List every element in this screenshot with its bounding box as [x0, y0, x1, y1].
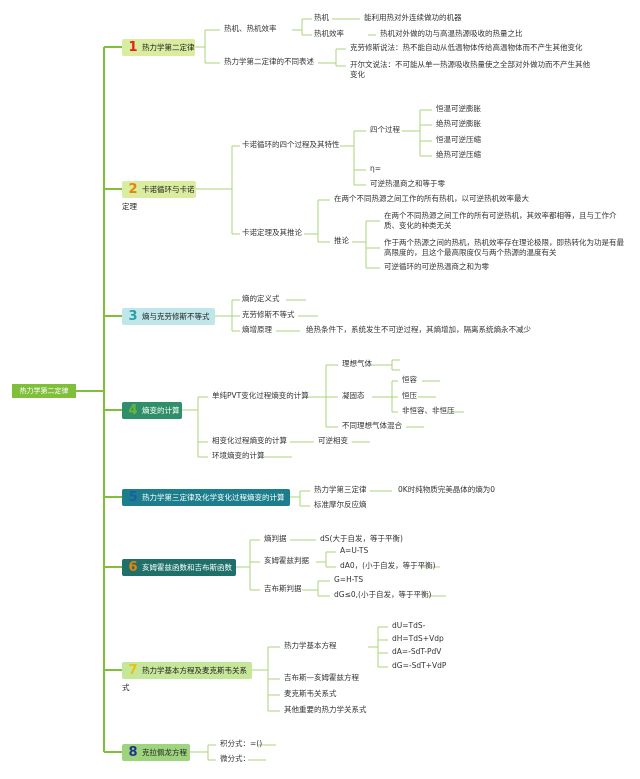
- t2-corollary-3[interactable]: 可逆循环的可逆热温商之和为零: [384, 262, 489, 271]
- topic-5[interactable]: 5 热力学第三定律及化学变化过程熵变的计算: [122, 489, 290, 506]
- t1-engine-def[interactable]: 能利用热对外连续做功的机器: [364, 13, 462, 22]
- t2-eta[interactable]: η=: [370, 164, 382, 173]
- topic-5-label: 热力学第三定律及化学变化过程熵变的计算: [142, 493, 285, 502]
- topic-7-number: 7: [128, 663, 138, 678]
- t3-clausius-ineq[interactable]: 克劳修斯不等式: [242, 310, 295, 319]
- t6-helmholtz-cond[interactable]: dA0，(小于自发，等于平衡): [340, 561, 436, 570]
- t2-process-3[interactable]: 恒温可逆压缩: [436, 135, 481, 144]
- t8-integral[interactable]: 积分式：=(): [220, 739, 263, 748]
- t4-const-volume[interactable]: 恒容: [402, 375, 417, 384]
- t2-carnot-cycle[interactable]: 卡诺循环的四个过程及其特性: [242, 140, 340, 149]
- t2-process-4[interactable]: 绝热可逆压缩: [436, 150, 481, 159]
- topic-3[interactable]: 3 熵与克劳修斯不等式: [122, 308, 215, 325]
- t7-eq-dh[interactable]: dH=TdS+Vdp: [392, 634, 444, 643]
- t7-other[interactable]: 其他重要的热力学关系式: [284, 705, 367, 714]
- t5-third-law-def[interactable]: 0K时纯物质完美晶体的熵为0: [398, 485, 495, 494]
- t2-process-2[interactable]: 绝热可逆膨胀: [436, 119, 481, 128]
- t2-theorem-text[interactable]: 在两个不同热源之间工作的所有热机，以可逆热机效率最大: [334, 194, 529, 203]
- topic-3-number: 3: [128, 309, 138, 324]
- t2-corollary[interactable]: 推论: [334, 236, 349, 245]
- topic-6[interactable]: 6 亥姆霍兹函数和吉布斯函数: [122, 559, 236, 576]
- t3-entropy-increase-def[interactable]: 绝热条件下，系统发生不可逆过程，其熵增加，隔离系统熵永不减少: [306, 325, 531, 334]
- topic-8-label: 克拉佩龙方程: [142, 748, 187, 757]
- topic-7-label: 热力学基本方程及麦克斯韦关系式: [122, 666, 247, 692]
- topic-4-label: 熵变的计算: [142, 406, 180, 415]
- topic-2-label: 卡诺循环与卡诺定理: [122, 185, 195, 211]
- t5-third-law[interactable]: 热力学第三定律: [314, 485, 367, 494]
- t1-heat-engine[interactable]: 热机、热机效率: [224, 24, 277, 33]
- t7-gibbs-helmholtz[interactable]: 吉布斯—亥姆霍兹方程: [284, 673, 359, 682]
- topic-8-number: 8: [128, 745, 138, 760]
- topic-4[interactable]: 4 熵变的计算: [122, 402, 182, 419]
- t2-heat-temp-sum[interactable]: 可逆热温商之和等于零: [370, 179, 445, 188]
- t7-fundamental[interactable]: 热力学基本方程: [284, 641, 337, 650]
- t2-corollary-2[interactable]: 作于两个热源之间的热机，热机效率存在理论极限，即热转化为功是有最高限度的，且这个…: [384, 238, 624, 257]
- topic-2-number: 2: [128, 182, 138, 197]
- t7-eq-da[interactable]: dA=-SdT-PdV: [392, 647, 442, 656]
- main-branches: [76, 46, 122, 753]
- topic-6-label: 亥姆霍兹函数和吉布斯函数: [142, 563, 232, 572]
- sub-branches: [182, 18, 464, 761]
- t3-entropy-def[interactable]: 熵的定义式: [242, 294, 280, 303]
- t8-differential[interactable]: 微分式：: [220, 754, 250, 763]
- t4-pvt[interactable]: 单纯PVT变化过程熵变的计算: [212, 391, 309, 400]
- t5-std-molar[interactable]: 标准摩尔反应熵: [314, 500, 367, 509]
- topic-5-number: 5: [128, 490, 138, 505]
- topic-1-label: 热力学第二定律: [142, 43, 195, 52]
- topic-1[interactable]: 1 热力学第二定律: [122, 39, 195, 56]
- topic-6-number: 6: [128, 560, 138, 575]
- t4-surroundings[interactable]: 环境熵变的计算: [212, 451, 265, 460]
- t2-corollary-1[interactable]: 在两个不同热源之间工作的所有可逆热机，其效率都相等，且与工作介质、变化的种类无关: [384, 211, 617, 230]
- t1-engine[interactable]: 热机: [314, 13, 329, 22]
- topic-1-number: 1: [128, 40, 138, 55]
- t2-carnot-theorem[interactable]: 卡诺定理及其推论: [242, 228, 302, 237]
- t4-const-pressure[interactable]: 恒压: [402, 391, 417, 400]
- t4-condensed[interactable]: 凝固态: [342, 391, 365, 400]
- t4-phase-change[interactable]: 相变化过程熵变的计算: [212, 436, 287, 445]
- topic-4-number: 4: [128, 403, 138, 418]
- t2-four-processes[interactable]: 四个过程: [370, 125, 400, 134]
- t1-statements[interactable]: 热力学第二定律的不同表述: [224, 57, 314, 66]
- t7-eq-dg[interactable]: dG=-SdT+VdP: [392, 661, 447, 670]
- t6-gibbs[interactable]: 吉布斯判据: [264, 584, 302, 593]
- t1-clausius[interactable]: 克劳修斯说法：热不能自动从低温物体传给高温物体而不产生其他变化: [350, 43, 583, 52]
- t4-reversible-phase[interactable]: 可逆相变: [318, 436, 348, 445]
- t7-eq-du[interactable]: dU=TdS-: [392, 621, 426, 630]
- t4-mixing[interactable]: 不同理想气体混合: [342, 421, 402, 430]
- t6-helmholtz-def[interactable]: A=U-TS: [340, 546, 369, 555]
- t6-entropy-criterion[interactable]: 熵判据: [264, 534, 287, 543]
- topic-3-label: 熵与克劳修斯不等式: [142, 312, 210, 321]
- t6-entropy-criterion-def[interactable]: dS(大于自发，等于平衡): [320, 534, 403, 543]
- root-node[interactable]: 热力学第二定律: [12, 384, 76, 398]
- t3-entropy-increase[interactable]: 熵增原理: [242, 325, 272, 334]
- t4-ideal-gas[interactable]: 理想气体: [342, 359, 372, 368]
- t1-efficiency[interactable]: 热机效率: [314, 29, 344, 38]
- t4-neither[interactable]: 非恒容、非恒压: [402, 406, 455, 415]
- t7-maxwell[interactable]: 麦克斯韦关系式: [284, 689, 337, 698]
- t1-efficiency-def[interactable]: 热机对外做的功与高温热源吸收的热量之比: [380, 29, 523, 38]
- t6-gibbs-def[interactable]: G=H-TS: [334, 575, 364, 584]
- t1-kelvin[interactable]: 开尔文说法：不可能从单一热源吸收热量使之全部对外做功而不产生其他变化: [350, 60, 590, 79]
- t2-process-1[interactable]: 恒温可逆膨胀: [436, 104, 481, 113]
- t6-helmholtz[interactable]: 亥姆霍兹判据: [264, 556, 309, 565]
- topic-8[interactable]: 8 克拉佩龙方程: [122, 744, 190, 761]
- t6-gibbs-cond[interactable]: dG≤0,(小于自发，等于平衡): [334, 590, 432, 599]
